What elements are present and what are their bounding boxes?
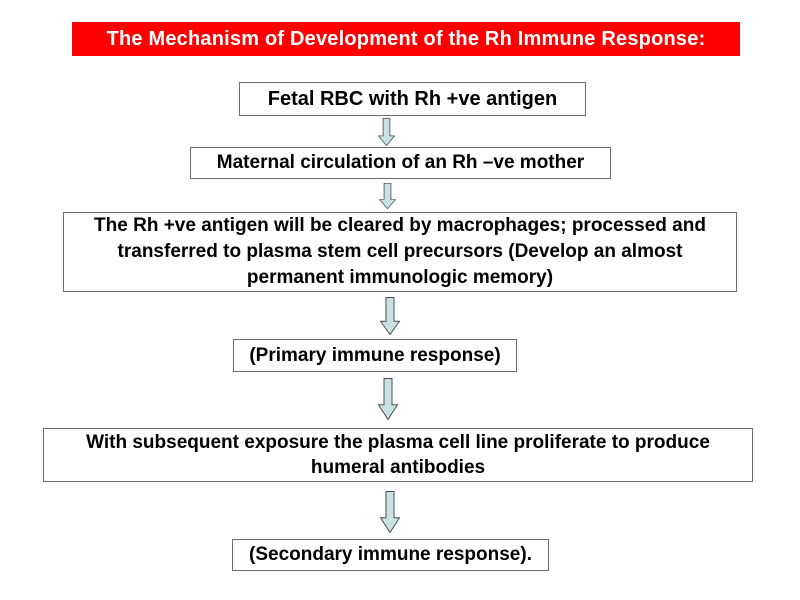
down-arrow-icon [380, 297, 400, 335]
step-primary-response-box: (Primary immune response) [233, 339, 517, 372]
step-secondary-response-box: (Secondary immune response). [232, 539, 549, 571]
step-fetal-rbc-box: Fetal RBC with Rh +ve antigen [239, 82, 586, 116]
down-arrow-icon [378, 118, 395, 146]
slide-title: The Mechanism of Development of the Rh I… [72, 22, 740, 56]
step-antigen-cleared-box: The Rh +ve antigen will be cleared by ma… [63, 212, 737, 292]
step-subsequent-exposure-box: With subsequent exposure the plasma cell… [43, 428, 753, 482]
down-arrow-icon [379, 183, 396, 209]
down-arrow-icon [378, 378, 398, 420]
down-arrow-icon [380, 491, 400, 533]
step-maternal-circulation-box: Maternal circulation of an Rh –ve mother [190, 147, 611, 179]
